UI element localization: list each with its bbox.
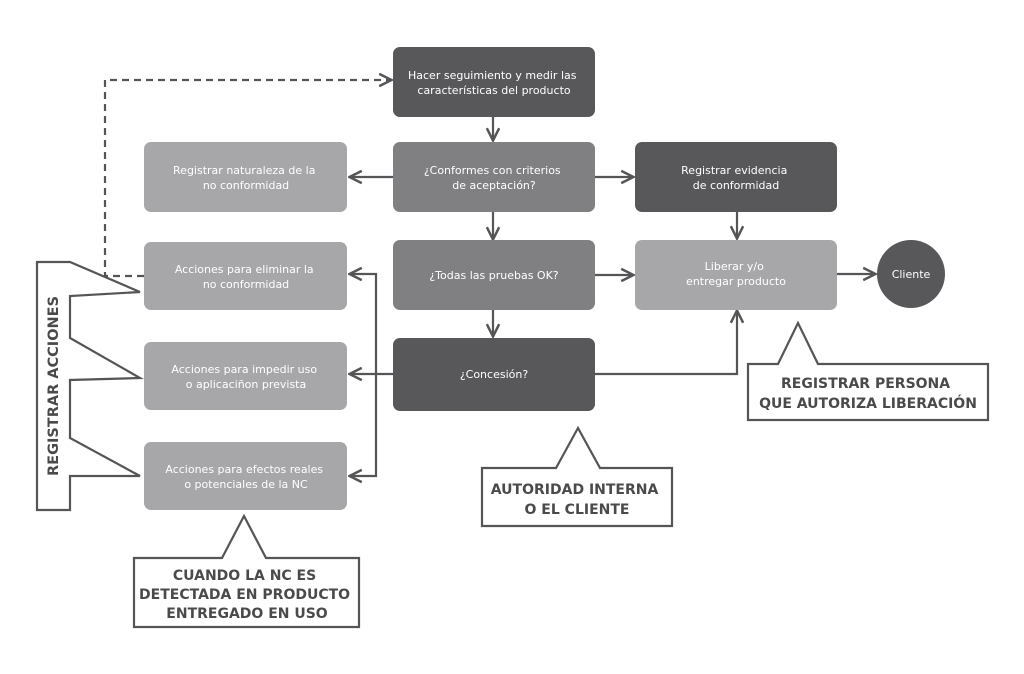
node-conformes-line2: de aceptación? — [452, 179, 536, 192]
node-seguimiento-line2: características del producto — [417, 84, 570, 97]
node-efectos-line2: o potenciales de la NC — [184, 478, 308, 491]
node-eliminar: Acciones para eliminar la no conformidad — [144, 242, 347, 310]
node-eliminar-line2: no conformidad — [203, 278, 289, 291]
node-seguimiento: Hacer seguimiento y medir las caracterís… — [393, 47, 595, 117]
connectors — [103, 80, 874, 476]
svg-text:Cliente: Cliente — [892, 268, 931, 281]
node-impedir: Acciones para impedir uso o aplicaciñon … — [144, 342, 347, 410]
callout-persona-line1: REGISTRAR PERSONA — [781, 376, 950, 392]
node-registrar-nc-line2: no conformidad — [203, 179, 289, 192]
node-registrar-nc: Registrar naturaleza de la no conformida… — [144, 142, 347, 212]
svg-text:Registrar evidencia de c: Registrar evidencia de conformidad — [681, 164, 791, 192]
callout-nc-line1: CUANDO LA NC ES — [173, 568, 316, 584]
node-conformes-line1: ¿Conformes con criterios — [424, 164, 561, 177]
svg-text:REGISTRAR PERSONA QUE AU: REGISTRAR PERSONA QUE AUTORIZA LIBERACIÓ… — [759, 376, 977, 412]
node-seguimiento-line1: Hacer seguimiento y medir las — [408, 69, 577, 82]
dashed-feedback-connector — [103, 80, 390, 278]
node-liberar-line1: Liberar y/o — [705, 260, 764, 273]
svg-text:Acciones para impedir uso: Acciones para impedir uso o aplicaciñon … — [171, 363, 320, 391]
arrow-bracket-efectos — [351, 374, 378, 476]
callout-autoridad-line2: O EL CLIENTE — [525, 502, 630, 518]
node-efectos-line1: Acciones para efectos reales — [165, 463, 323, 476]
svg-text:¿Conformes con criterios: ¿Conformes con criterios de aceptación? — [424, 164, 564, 192]
node-liberar: Liberar y/o entregar producto — [635, 240, 837, 310]
svg-text:AUTORIDAD INTERNA O EL C: AUTORIDAD INTERNA O EL CLIENTE — [491, 482, 663, 518]
arrow-bracket-eliminar — [351, 274, 378, 374]
node-cliente: Cliente — [877, 240, 945, 308]
callout-registrar-acciones-text: REGISTRAR ACCIONES — [46, 296, 62, 476]
svg-text:CUANDO LA NC ES DETECTAD: CUANDO LA NC ES DETECTADA EN PRODUCTO EN… — [139, 568, 355, 622]
node-conformes: ¿Conformes con criterios de aceptación? — [393, 142, 595, 212]
node-impedir-line1: Acciones para impedir uso — [171, 363, 317, 376]
arrow-concesion-liberar — [595, 312, 737, 376]
callout-nc-line3: ENTREGADO EN USO — [166, 606, 328, 622]
callout-nc-line2: DETECTADA EN PRODUCTO — [139, 587, 350, 603]
node-liberar-line2: entregar producto — [686, 275, 786, 288]
node-concesion-label: ¿Concesión? — [460, 368, 529, 381]
callout-autoridad-line1: AUTORIDAD INTERNA — [491, 482, 659, 498]
svg-text:¿Concesión?: ¿Concesión? — [460, 368, 529, 381]
node-registrar-nc-line1: Registrar naturaleza de la — [173, 164, 315, 177]
node-pruebas-line1: ¿Todas las pruebas OK? — [429, 269, 558, 282]
node-eliminar-line1: Acciones para eliminar la — [175, 263, 314, 276]
svg-text:Registrar naturaleza de la: Registrar naturaleza de la no conformida… — [173, 164, 319, 192]
node-evidencia-line2: de conformidad — [693, 179, 779, 192]
svg-text:Acciones para efectos reales: Acciones para efectos reales o potencial… — [165, 463, 326, 491]
node-impedir-line2: o aplicaciñon prevista — [186, 378, 307, 391]
node-registrar-evidencia: Registrar evidencia de conformidad — [635, 142, 837, 212]
node-concesion: ¿Concesión? — [393, 338, 595, 411]
callout-registrar-acciones: REGISTRAR ACCIONES — [35, 260, 144, 512]
node-evidencia-line1: Registrar evidencia — [681, 164, 787, 177]
callout-registrar-persona: REGISTRAR PERSONA QUE AUTORIZA LIBERACIÓ… — [746, 320, 990, 422]
node-todas-pruebas: ¿Todas las pruebas OK? — [393, 240, 595, 310]
svg-text:Acciones para eliminar la: Acciones para eliminar la no conformidad — [175, 263, 317, 291]
svg-text:Liberar y/o entregar pro: Liberar y/o entregar producto — [686, 260, 786, 288]
node-efectos: Acciones para efectos reales o potencial… — [144, 442, 347, 510]
callout-cuando-nc: CUANDO LA NC ES DETECTADA EN PRODUCTO EN… — [132, 513, 361, 629]
svg-text:Hacer seguimiento y medir las: Hacer seguimiento y medir las caracterís… — [408, 69, 580, 97]
node-cliente-label: Cliente — [892, 268, 931, 281]
callout-persona-line2: QUE AUTORIZA LIBERACIÓN — [759, 394, 977, 412]
svg-text:¿Todas las pruebas OK?: ¿Todas las pruebas OK? — [429, 269, 558, 282]
callout-autoridad: AUTORIDAD INTERNA O EL CLIENTE — [480, 425, 674, 528]
